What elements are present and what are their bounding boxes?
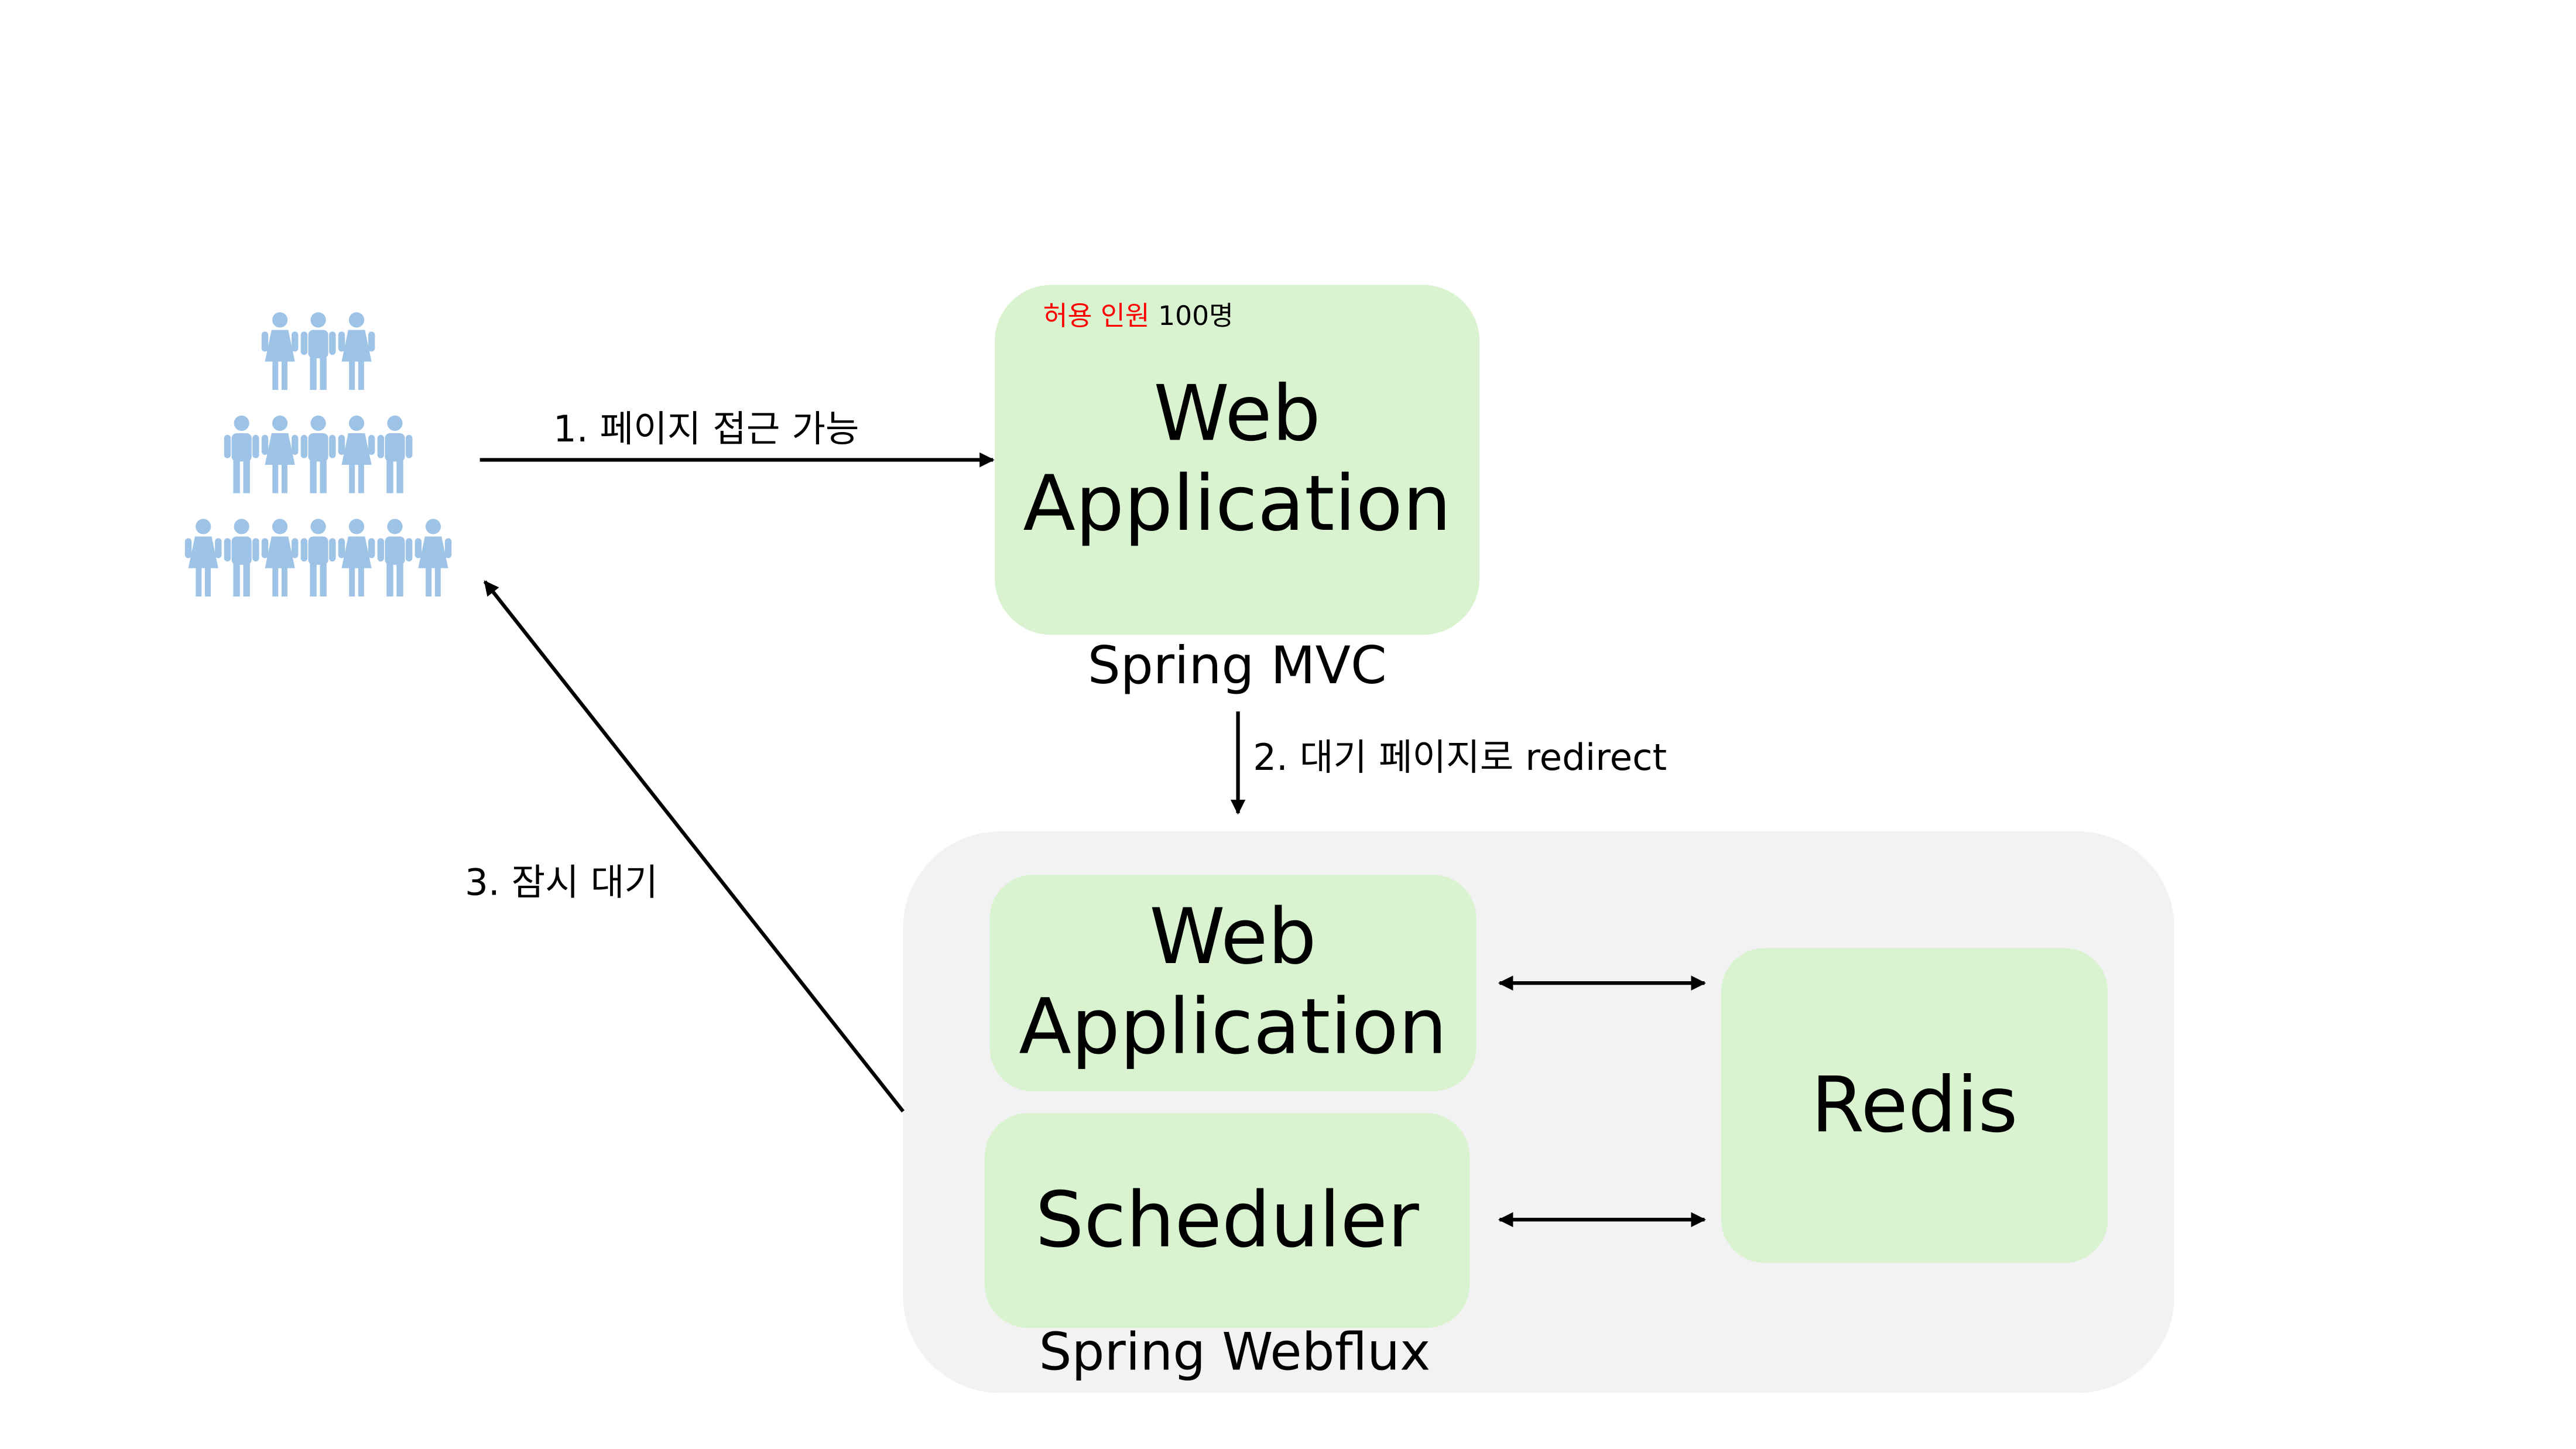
capacity-note: 허용 인원 100명 [1043,293,1234,333]
scheduler-box: Scheduler [984,1113,1470,1328]
web-application-webflux-box: Web Application [989,875,1477,1092]
redis-box: Redis [1721,948,2108,1263]
scheduler-title: Scheduler [1035,1174,1419,1264]
step1-label: 1. 페이지 접근 가능 [553,410,859,452]
crowd-pyramid-icon [184,312,452,597]
web-application-mvc-box: Web Application [995,285,1480,635]
step2-label: 2. 대기 페이지로 redirect [1253,738,1667,780]
web-application-webflux-title: Web Application [1019,892,1447,1071]
web-application-mvc-title: Web Application [1023,368,1451,549]
redis-title: Redis [1811,1059,2018,1149]
step3-label: 3. 잠시 대기 [465,863,658,905]
step3-arrow [483,580,905,1113]
spring-mvc-caption: Spring MVC [1087,636,1387,697]
capacity-label: 허용 인원 [1043,300,1150,332]
capacity-value: 100명 [1158,300,1234,332]
spring-webflux-caption: Spring Webflux [1039,1323,1431,1383]
